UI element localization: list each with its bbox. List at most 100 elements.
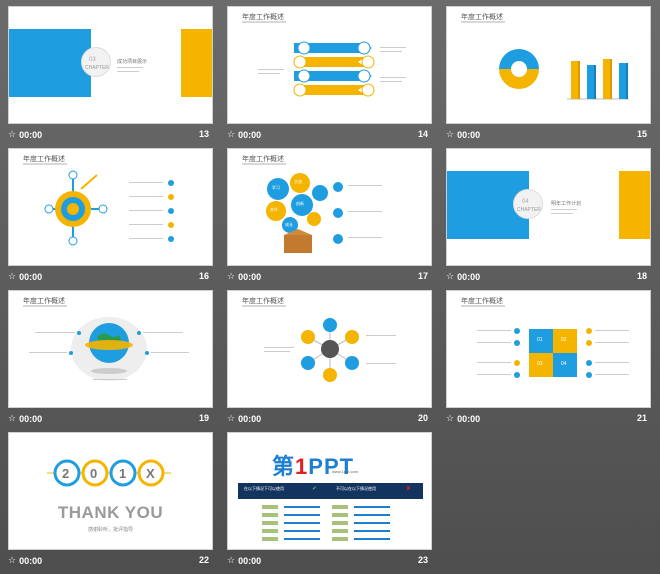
slide-time: 00:00 [238,271,262,282]
arrows-diagram [258,41,406,97]
chapter-label: CHAPTER [85,65,109,71]
slide-thumb-19[interactable]: 年度工作概述 ☆00:00 19 [8,290,213,427]
slide-thumb-17[interactable]: 年度工作概述 学习 交流 合作 创新 成长 ☆00:00 17 [227,148,432,285]
text-line [117,71,139,72]
year-char: 1 [119,466,127,481]
usage-list [262,505,390,541]
slide-number: 13 [198,129,209,139]
thank-you-title: THANK YOU [57,503,164,522]
year-char: 2 [62,466,70,481]
brand-one: 1 [295,454,309,479]
thank-you-subtitle: 感谢聆听，批评指导 [87,527,133,533]
brand-url: www.1ppt.com [332,469,359,474]
target-diagram [44,170,174,246]
slide-thumb-18[interactable]: 04 CHAPTER 明年工作计划 ☆00:00 18 [446,148,651,285]
quad-label: 04 [561,361,567,367]
star-icon: ☆ [8,271,17,281]
text-line [551,209,577,210]
slide-time: 00:00 [19,271,43,282]
bubble-label: 合作 [270,207,278,212]
slide-subtitle-line [242,21,286,23]
chapter-title: 成功项目展示 [117,59,148,65]
slide-number: 17 [417,271,428,281]
star-icon: ☆ [8,555,17,565]
slide-preview: 年度工作概述 [446,6,651,124]
slide-number: 16 [198,271,209,281]
slide-subtitle-line [23,305,67,307]
blue-block [9,29,91,97]
quad-label: 03 [537,361,543,367]
chapter-number: 03 [89,57,96,63]
slide-number: 18 [636,271,647,281]
slide-preview: 2 0 1 X THANK YOU 感谢聆听，批评指导 [8,432,213,550]
slide-title: 年度工作概述 [23,298,65,305]
bubble-box-diagram [266,173,382,253]
slide-time: 00:00 [238,413,262,424]
slide-number: 14 [417,129,428,139]
slide-preview: 年度工作概述 [227,290,432,408]
slide-subtitle-line [23,163,67,165]
slide-title: 年度工作概述 [461,298,503,305]
bubble-label: 交流 [294,179,302,184]
swirl-bar-diagram [499,49,629,100]
chapter-label: CHAPTER [517,207,541,213]
brand-post: PPT [308,454,355,479]
star-icon: ☆ [8,129,17,139]
chapter-number: 04 [522,199,529,205]
slide-preview: 年度工作概述 [8,148,213,266]
slide-subtitle-line [461,21,505,23]
slide-subtitle-line [461,305,505,307]
bubble-label: 成长 [285,222,293,227]
check-icon: ✔ [312,486,318,492]
star-icon: ☆ [227,129,236,139]
slide-title: 年度工作概述 [461,14,503,21]
slide-preview: 03 CHAPTER 成功项目展示 [8,6,213,124]
brand-pre: 第 [272,454,296,479]
slide-thumb-22[interactable]: 2 0 1 X THANK YOU 感谢聆听，批评指导 ☆00:00 22 [8,432,213,569]
slide-time: 00:00 [457,271,481,282]
quad-label: 02 [561,337,567,343]
slide-thumb-21[interactable]: 年度工作概述 01 02 03 04 [446,290,651,427]
slide-preview: 年度工作概述 01 02 03 04 [446,290,651,408]
slide-number: 21 [636,413,647,423]
slide-preview: 年度工作概述 [8,290,213,408]
slide-thumb-15[interactable]: 年度工作概述 ☆00:00 15 [446,6,651,143]
usage-forbidden-label: 不可以在以下情况使用 [336,486,376,491]
chapter-title: 明年工作计划 [551,201,582,207]
quad-label: 01 [537,337,543,343]
brand-logo: 第1PPT [272,449,354,481]
slide-title: 年度工作概述 [242,298,284,305]
slide-thumb-13[interactable]: 03 CHAPTER 成功项目展示 ☆00:00 13 [8,6,213,143]
star-icon: ☆ [227,413,236,423]
slide-title: 年度工作概述 [242,156,284,163]
slide-preview: 04 CHAPTER 明年工作计划 [446,148,651,266]
slide-thumb-20[interactable]: 年度工作概述 ☆00:00 20 [227,290,432,427]
usage-allowed-label: 在以下情况下可以使用 [244,486,284,491]
bubble-label: 学习 [272,185,280,190]
slide-time: 00:00 [238,129,262,140]
star-icon: ☆ [227,555,236,565]
hub-diagram [264,318,396,382]
slide-subtitle-line [242,163,286,165]
slide-preview: 第1PPT www.1ppt.com 在以下情况下可以使用 ✔ 不可以在以下情况… [227,432,432,550]
slide-preview: 年度工作概述 学习 交流 合作 创新 成长 [227,148,432,266]
star-icon: ☆ [8,413,17,423]
yellow-block [619,171,650,239]
slide-time: 00:00 [238,555,262,566]
slide-preview: 年度工作概述 [227,6,432,124]
slide-time: 00:00 [19,129,43,140]
slide-thumb-23[interactable]: 第1PPT www.1ppt.com 在以下情况下可以使用 ✔ 不可以在以下情况… [227,432,432,569]
chapter-circle [513,189,543,219]
star-icon: ☆ [227,271,236,281]
quad-diagram [477,328,629,378]
slide-number: 22 [198,555,209,565]
star-icon: ☆ [446,413,455,423]
slide-title: 年度工作概述 [242,14,284,21]
text-line [117,67,143,68]
star-icon: ☆ [446,129,455,139]
slide-subtitle-line [242,305,286,307]
slide-thumb-14[interactable]: 年度工作概述 ☆00:00 14 [227,6,432,143]
slide-thumb-16[interactable]: 年度工作概述 ☆00:00 16 [8,148,213,285]
slide-number: 15 [636,129,647,139]
slide-title: 年度工作概述 [23,156,65,163]
